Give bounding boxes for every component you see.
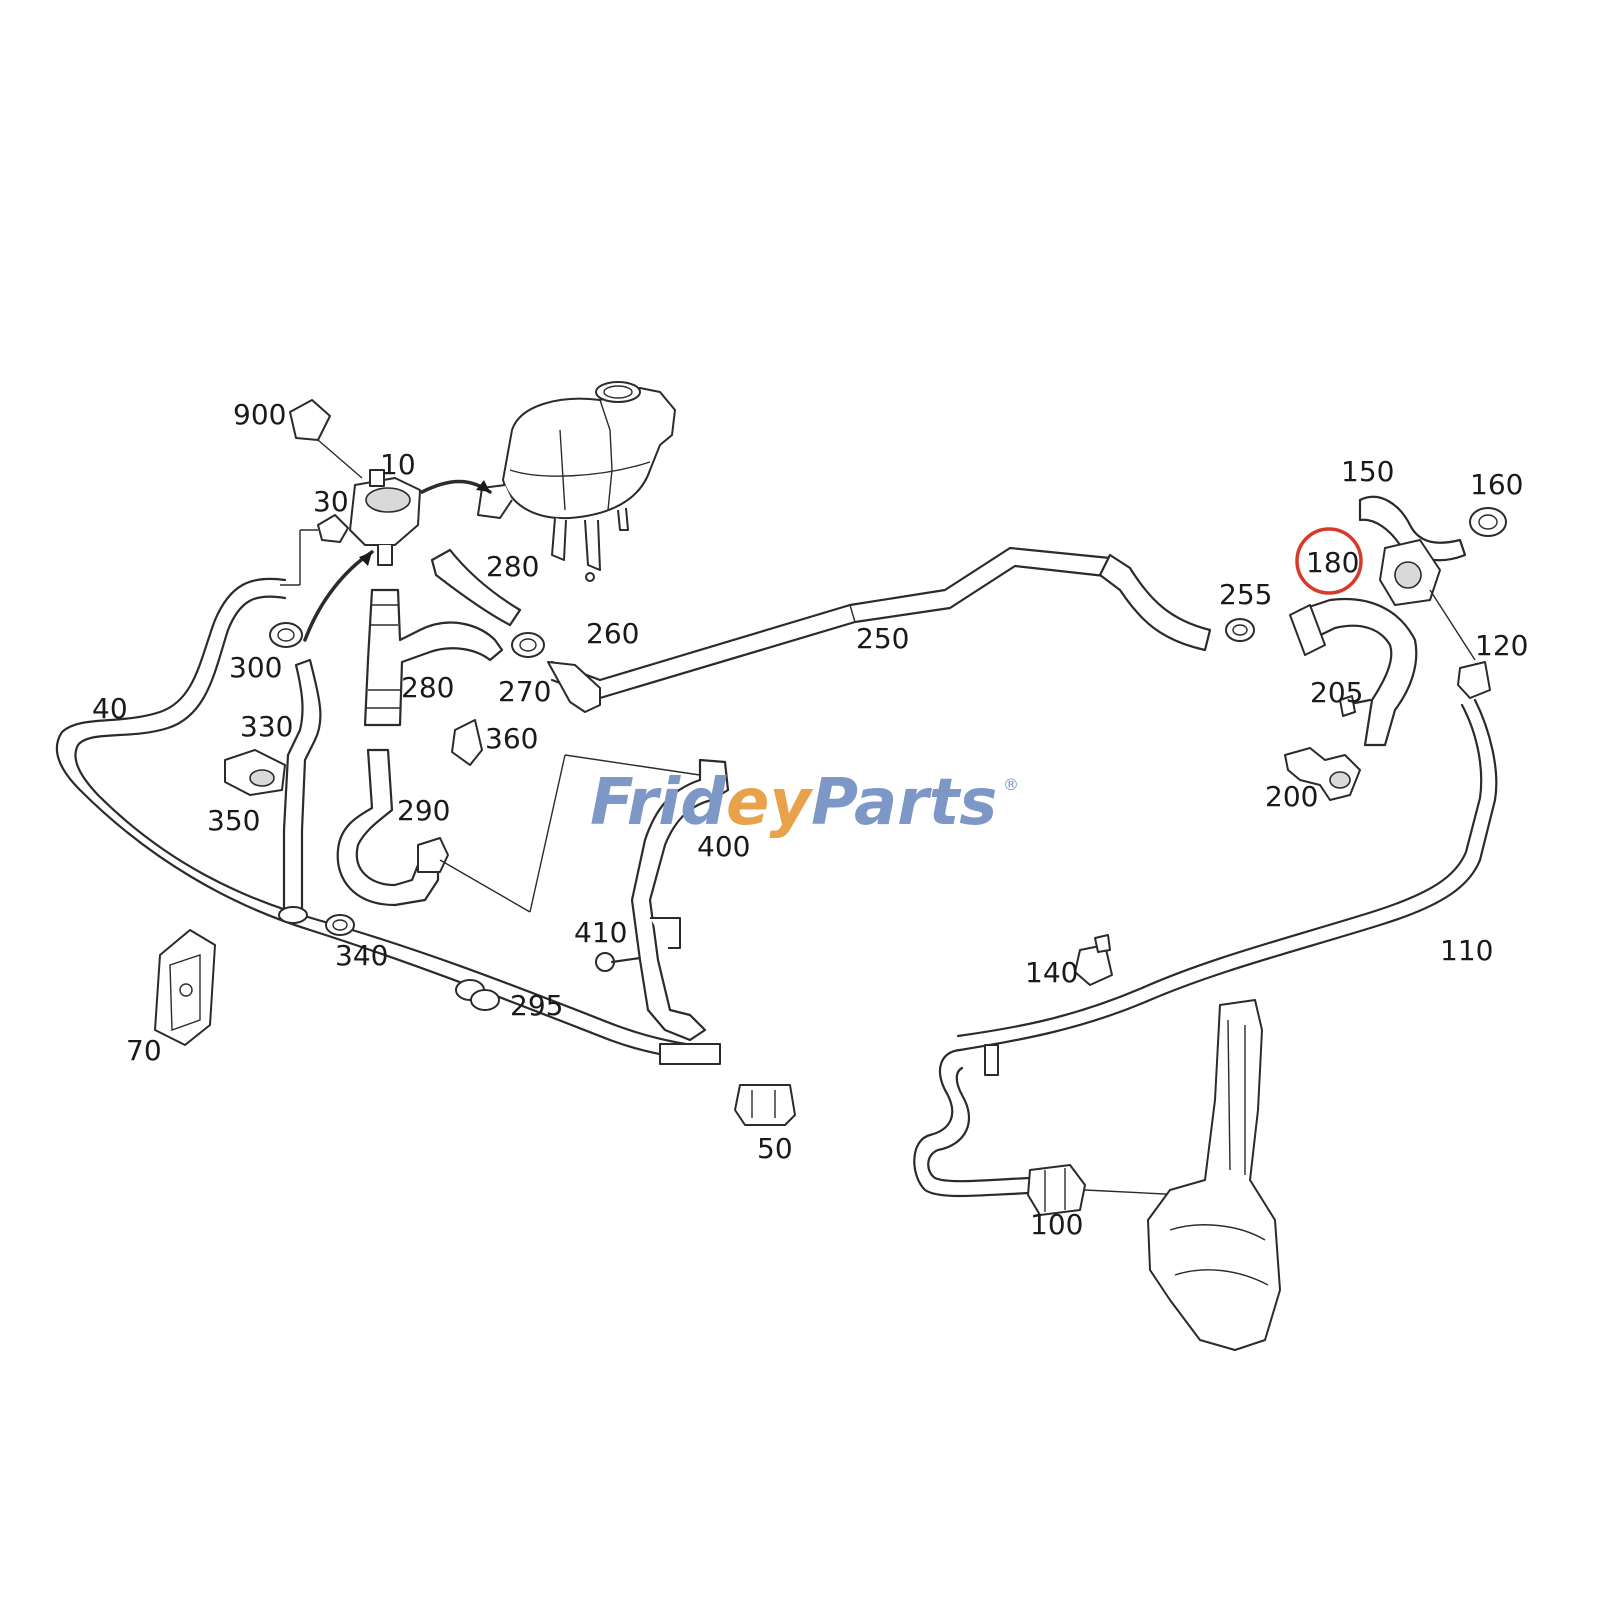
callout-100: 100 bbox=[1030, 1208, 1083, 1241]
callout-50: 50 bbox=[757, 1132, 793, 1165]
hose-part-290 bbox=[336, 748, 449, 907]
bracket-part-70 bbox=[154, 929, 216, 1046]
clip-part-50 bbox=[734, 1084, 796, 1126]
watermark-accent-text: ey bbox=[726, 766, 813, 840]
callout-400: 400 bbox=[697, 830, 750, 863]
pipe-part-260-250 bbox=[547, 546, 1112, 713]
callout-300: 300 bbox=[229, 651, 282, 684]
callout-410: 410 bbox=[574, 916, 627, 949]
svg-text:FrideyParts: FrideyParts bbox=[590, 766, 997, 840]
callout-160: 160 bbox=[1470, 468, 1523, 501]
callout-290: 290 bbox=[397, 794, 450, 827]
hose-part-150 bbox=[1358, 495, 1467, 562]
clip-part-140 bbox=[1074, 934, 1113, 986]
washer-tank bbox=[1147, 999, 1281, 1351]
valve-part-150-body bbox=[1379, 539, 1476, 661]
callout-280-lower: 280 bbox=[401, 671, 454, 704]
callout-140: 140 bbox=[1025, 956, 1078, 989]
clip-part-100 bbox=[1027, 1164, 1186, 1216]
callout-360: 360 bbox=[485, 722, 538, 755]
watermark-logo: FrideyParts ® bbox=[590, 766, 1019, 840]
watermark-right-text: Parts bbox=[811, 766, 997, 840]
callout-260: 260 bbox=[586, 617, 639, 650]
clip-part-360 bbox=[451, 719, 483, 766]
watermark-left-text: Frid bbox=[590, 766, 727, 840]
callout-340: 340 bbox=[335, 939, 388, 972]
callout-330: 330 bbox=[240, 710, 293, 743]
callout-205: 205 bbox=[1310, 676, 1363, 709]
clamp-part-120 bbox=[1457, 661, 1491, 699]
callout-30: 30 bbox=[313, 485, 349, 518]
callout-900: 900 bbox=[233, 398, 286, 431]
callout-200: 200 bbox=[1265, 780, 1318, 813]
callout-70: 70 bbox=[126, 1034, 162, 1067]
fitting-part-200 bbox=[1284, 747, 1361, 801]
pump-part-10 bbox=[349, 469, 421, 566]
expansion-tank bbox=[477, 381, 676, 582]
callout-350: 350 bbox=[207, 804, 260, 837]
callout-180: 180 bbox=[1306, 546, 1359, 579]
pipe-part-110 bbox=[956, 698, 1498, 1052]
clamp-part-160 bbox=[1469, 507, 1507, 537]
hose-part-40 bbox=[55, 577, 722, 1065]
hose-part-255 bbox=[1098, 553, 1255, 652]
callout-255: 255 bbox=[1219, 578, 1272, 611]
hose-part-280-upper bbox=[430, 548, 522, 627]
connector-part-900 bbox=[289, 399, 363, 479]
hose-part-400 bbox=[630, 758, 730, 1042]
hose-part-180 bbox=[1289, 598, 1418, 747]
clamp-part-295 bbox=[455, 979, 500, 1011]
callout-280-upper: 280 bbox=[486, 550, 539, 583]
callout-40: 40 bbox=[92, 692, 128, 725]
callout-110: 110 bbox=[1440, 934, 1493, 967]
clamp-part-300 bbox=[269, 622, 303, 648]
clamp-part-340 bbox=[325, 914, 355, 936]
bolt-part-205 bbox=[1339, 695, 1372, 717]
clamp-part-30 bbox=[280, 514, 349, 586]
hose-part-280-lower bbox=[363, 588, 504, 727]
callout-250: 250 bbox=[856, 622, 909, 655]
hose-part-330 bbox=[278, 658, 322, 924]
callout-10: 10 bbox=[380, 448, 416, 481]
watermark-registered-mark: ® bbox=[1003, 775, 1019, 794]
callout-270: 270 bbox=[498, 675, 551, 708]
highlight-ring-180 bbox=[1295, 527, 1363, 595]
clamp-part-270 bbox=[511, 632, 545, 658]
callout-295: 295 bbox=[510, 989, 563, 1022]
bracket-part-350 bbox=[224, 749, 286, 796]
callout-120: 120 bbox=[1475, 629, 1528, 662]
hose-part-100-loop bbox=[913, 1044, 1032, 1198]
bolt-part-410 bbox=[595, 952, 642, 972]
callout-150: 150 bbox=[1341, 455, 1394, 488]
